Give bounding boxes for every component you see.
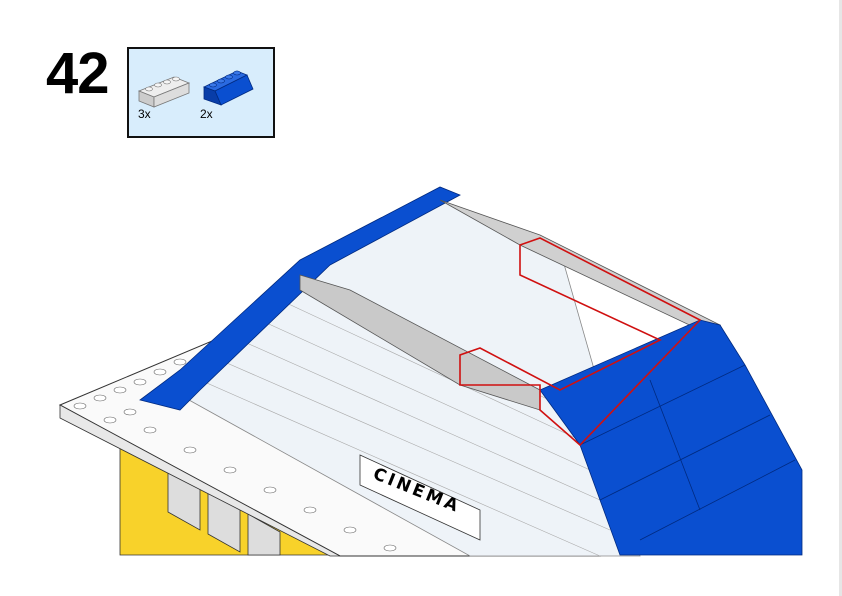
blue-slope-right <box>539 319 803 556</box>
parts-icons <box>137 70 254 108</box>
blue-slope-left <box>139 186 461 411</box>
gray-brick-icon <box>137 76 191 108</box>
cinema-sign-plate <box>359 454 481 541</box>
baseplate-studs <box>73 358 397 552</box>
new-parts-highlight <box>459 237 702 447</box>
gray-brick-quantity: 3x <box>138 107 151 121</box>
page-edge <box>839 0 842 596</box>
parts-callout: 3x 2x <box>127 47 275 138</box>
step-number: 42 <box>46 41 110 106</box>
blue-slope-icon <box>202 70 254 106</box>
blue-slope-quantity: 2x <box>200 107 213 121</box>
